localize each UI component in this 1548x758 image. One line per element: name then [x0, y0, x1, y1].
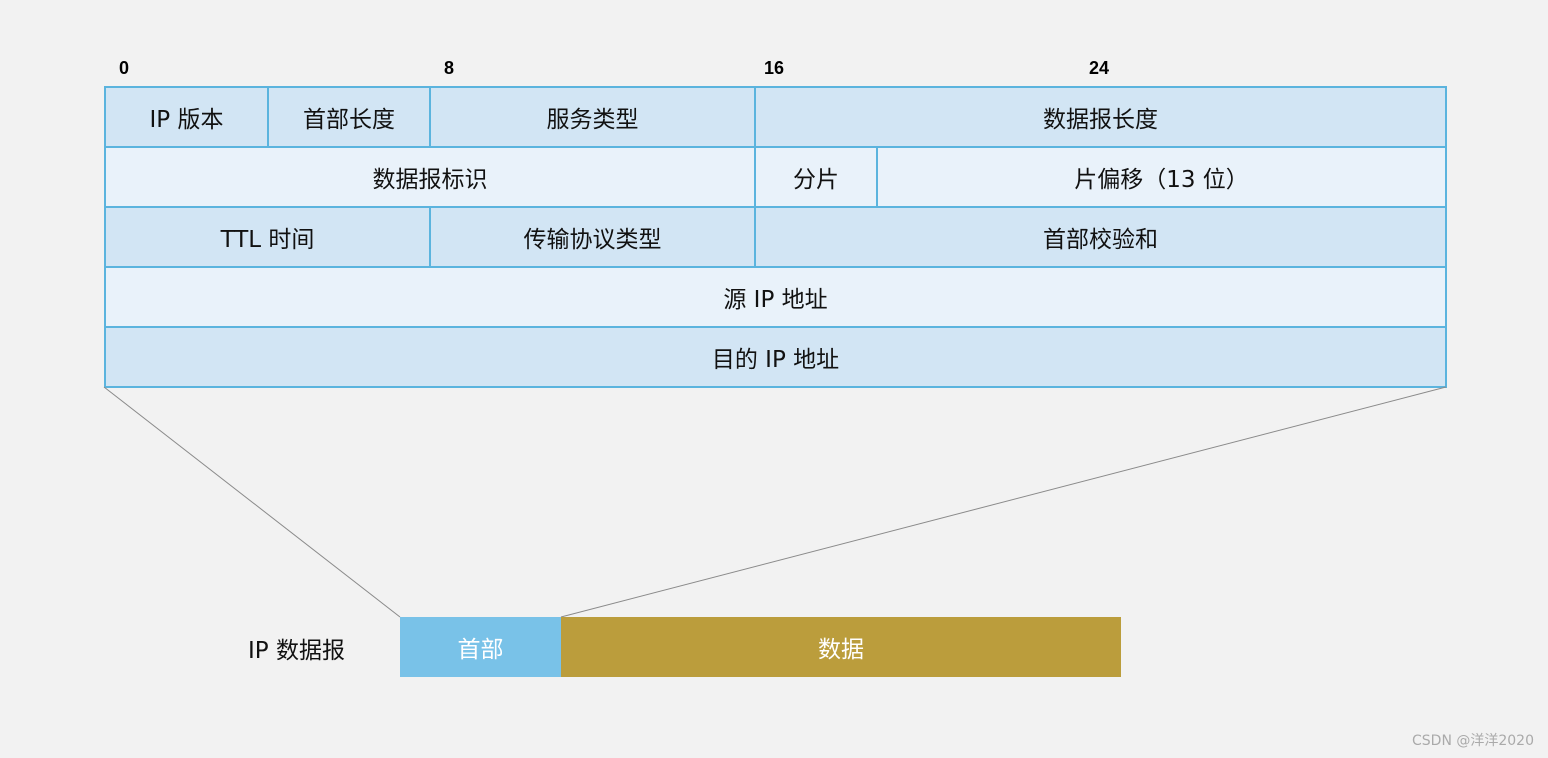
datagram-data-segment: 数据: [561, 617, 1121, 677]
field-ttl: TTL 时间: [104, 206, 431, 268]
datagram-header-segment: 首部: [400, 617, 561, 677]
field-datagram-length: 数据报长度: [754, 86, 1447, 148]
field-ip-version: IP 版本: [104, 86, 269, 148]
field-destination-ip: 目的 IP 地址: [104, 326, 1447, 388]
field-service-type: 服务类型: [429, 86, 756, 148]
left-expansion-line: [103, 386, 401, 618]
field-header-checksum: 首部校验和: [754, 206, 1447, 268]
ip-datagram-label: IP 数据报: [248, 638, 345, 664]
field-protocol: 传输协议类型: [429, 206, 756, 268]
watermark: CSDN @洋洋2020: [1412, 733, 1534, 749]
bit-offset-16: 16: [764, 58, 785, 78]
field-header-length: 首部长度: [267, 86, 431, 148]
field-datagram-id: 数据报标识: [104, 146, 756, 208]
bit-offset-24: 24: [1089, 58, 1110, 78]
right-expansion-line: [560, 386, 1447, 618]
bit-offset-8: 8: [444, 58, 455, 78]
bit-offset-0: 0: [119, 58, 130, 78]
